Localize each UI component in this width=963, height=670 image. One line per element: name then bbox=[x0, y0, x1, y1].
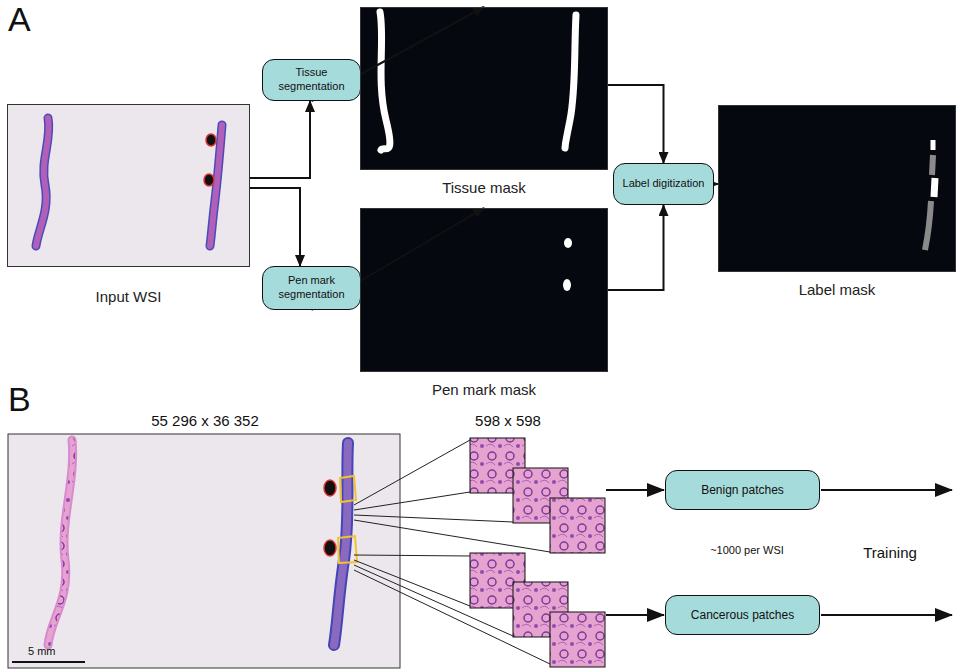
panel-letter: B bbox=[8, 380, 31, 419]
patch bbox=[550, 498, 605, 553]
pen-mark bbox=[204, 174, 214, 186]
pen-mark bbox=[206, 134, 216, 146]
arrow bbox=[606, 614, 664, 616]
annotation-outline bbox=[340, 476, 356, 502]
note: Training bbox=[863, 544, 917, 561]
mask-background bbox=[718, 105, 956, 272]
box-label: Label digitization bbox=[619, 177, 709, 191]
leader-line bbox=[354, 515, 513, 522]
arrow bbox=[821, 489, 952, 491]
arrow bbox=[821, 614, 952, 616]
scale-label: 5 mm bbox=[28, 645, 56, 657]
image-panel: Input WSI bbox=[7, 104, 250, 267]
tissue-strip bbox=[36, 118, 49, 246]
tissue-outline bbox=[334, 443, 348, 645]
leader-line bbox=[354, 560, 470, 606]
patch bbox=[550, 612, 605, 667]
mask-background bbox=[360, 7, 608, 170]
image-panel: Pen mark mask bbox=[360, 208, 608, 372]
dimension: 55 296 x 36 352 bbox=[151, 412, 259, 429]
pen-mark bbox=[324, 540, 336, 556]
image-caption: Input WSI bbox=[0, 288, 279, 305]
process-box: Label digitization bbox=[613, 163, 714, 205]
box-label: Tissue segmentation bbox=[263, 66, 360, 94]
tissue-texture bbox=[48, 440, 73, 645]
cancer-region bbox=[931, 140, 936, 150]
pen-region bbox=[564, 238, 572, 248]
tissue-region bbox=[380, 12, 390, 150]
mask-background bbox=[360, 208, 608, 372]
leader-line bbox=[354, 440, 470, 505]
tissue-outline bbox=[36, 118, 49, 246]
panel-letter: A bbox=[8, 0, 31, 39]
box-label: Benign patches bbox=[697, 483, 788, 498]
connector bbox=[608, 85, 664, 163]
tissue-strip bbox=[48, 440, 73, 645]
image-panel: Tissue mask bbox=[360, 7, 608, 170]
process-box: Cancerous patches bbox=[665, 595, 820, 635]
image-caption: Label mask bbox=[689, 281, 963, 298]
scale-bar bbox=[12, 661, 85, 663]
benign-region bbox=[932, 155, 933, 175]
process-box: Tissue segmentation bbox=[262, 59, 361, 101]
annotation-outline bbox=[338, 536, 357, 563]
leader-line bbox=[354, 520, 550, 552]
arrow bbox=[606, 489, 664, 491]
connector bbox=[608, 205, 664, 290]
image-caption: Pen mark mask bbox=[331, 381, 637, 398]
cancer-region bbox=[934, 178, 935, 197]
patch-stack bbox=[470, 438, 605, 667]
tissue-strip bbox=[334, 443, 348, 645]
tissue-region bbox=[565, 15, 576, 148]
note: ~1000 per WSI bbox=[710, 544, 784, 556]
connector bbox=[250, 101, 310, 178]
pen-region bbox=[563, 279, 571, 291]
slide-background bbox=[8, 434, 400, 668]
pen-mark bbox=[324, 480, 336, 496]
process-box: Pen mark segmentation bbox=[262, 266, 361, 310]
box-label: Pen mark segmentation bbox=[263, 274, 360, 302]
process-box: Benign patches bbox=[665, 470, 820, 510]
slide-background bbox=[7, 104, 250, 267]
leader-line bbox=[354, 492, 470, 510]
leader-line bbox=[354, 555, 470, 556]
image-caption: Tissue mask bbox=[331, 179, 637, 196]
image-panel: Label mask bbox=[718, 105, 956, 272]
box-label: Cancerous patches bbox=[687, 608, 798, 623]
dimension: 598 x 598 bbox=[475, 412, 541, 429]
connector bbox=[250, 188, 300, 266]
benign-region bbox=[925, 201, 931, 250]
